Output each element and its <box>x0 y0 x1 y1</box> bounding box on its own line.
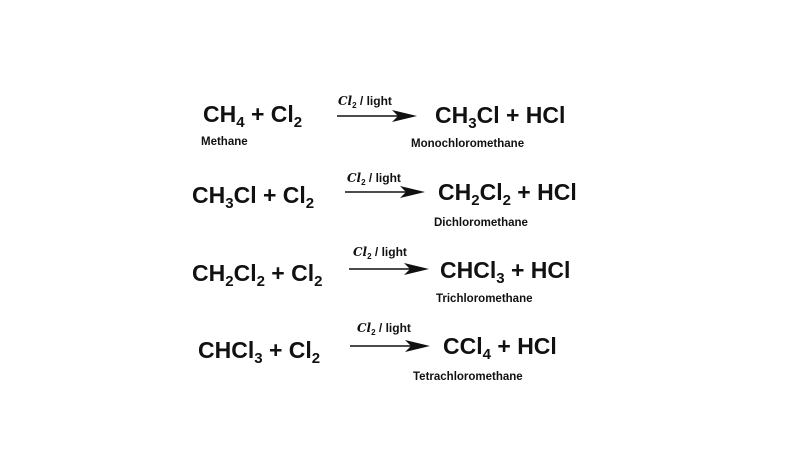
arrow-head <box>400 186 425 198</box>
condition-chlorine: Cl <box>353 245 368 259</box>
plus-sign: + <box>510 179 538 205</box>
reaction-1-reactants: CH4 + Cl2 <box>203 101 302 131</box>
product-subscript: 3 <box>468 115 477 132</box>
reactant-a: CHCl <box>198 337 255 363</box>
reaction-2-products: CH2Cl2 + HCl <box>438 179 577 209</box>
condition-chlorine: Cl <box>357 321 372 335</box>
reactant-b: Cl <box>282 182 306 208</box>
reaction-1-product-name: Monochloromethane <box>411 138 525 150</box>
reaction-1-reactant-name: Methane <box>201 136 248 148</box>
reaction-2-reactants: CH3Cl + Cl2 <box>192 182 314 212</box>
reactant-b: Cl <box>291 260 315 286</box>
reactant-a: CH <box>192 260 226 286</box>
arrow-head <box>404 263 429 275</box>
reaction-4-condition: Cl2 / light <box>357 321 411 337</box>
condition-text: / light <box>371 245 407 259</box>
reactant-a-tail-subscript: 2 <box>256 273 265 290</box>
reactant-b-subscript: 2 <box>293 114 303 131</box>
product: CH <box>438 179 472 205</box>
condition-text: / light <box>356 94 392 108</box>
byproduct: HCl <box>530 257 571 283</box>
reactant-a: CH <box>203 101 237 127</box>
byproduct: HCl <box>525 102 566 128</box>
arrow-head <box>405 340 430 352</box>
condition-chlorine-subscript: 2 <box>352 101 357 110</box>
plus-sign: + <box>504 257 531 283</box>
product-tail-subscript: 2 <box>502 192 511 209</box>
byproduct: HCl <box>517 333 557 359</box>
product: CCl <box>443 333 483 359</box>
reactant-b-subscript: 2 <box>314 273 323 290</box>
condition-chlorine: Cl <box>338 94 353 108</box>
condition-chlorine-subscript: 2 <box>367 252 372 261</box>
condition-chlorine-subscript: 2 <box>361 178 366 187</box>
product: CHCl <box>440 257 497 283</box>
product-subscript: 2 <box>471 192 480 209</box>
plus-sign: + <box>499 102 526 128</box>
reactant-a: CH <box>192 182 226 208</box>
reaction-3-arrow <box>349 263 429 275</box>
reaction-2-product-name: Dichloromethane <box>434 217 528 229</box>
reaction-1-products: CH3Cl + HCl <box>435 102 566 132</box>
reactant-a-subscript: 3 <box>254 350 263 367</box>
reactant-b-subscript: 2 <box>311 350 321 367</box>
reaction-3-reactants: CH2Cl2 + Cl2 <box>192 260 322 290</box>
condition-chlorine-subscript: 2 <box>371 328 376 337</box>
product: CH <box>435 102 469 128</box>
reactant-a-subscript: 3 <box>225 195 234 212</box>
reaction-4-products: CCl4 + HCl <box>443 333 557 363</box>
reaction-4-arrow <box>350 340 430 352</box>
plus-sign: + <box>262 337 289 363</box>
reactant-b: Cl <box>270 101 294 127</box>
reactant-a-subscript: 2 <box>225 273 234 290</box>
plus-sign: + <box>490 333 518 359</box>
reactant-b-subscript: 2 <box>305 195 315 212</box>
plus-sign: + <box>264 260 292 286</box>
reactant-a-subscript: 4 <box>236 114 245 131</box>
condition-chlorine: Cl <box>347 171 362 185</box>
reaction-3-condition: Cl2 / light <box>353 245 407 261</box>
reactant-a-tail: Cl <box>233 260 257 286</box>
plus-sign: + <box>256 182 283 208</box>
reaction-3-products: CHCl3 + HCl <box>440 257 571 287</box>
product-subscript: 4 <box>482 346 491 363</box>
reactant-a-tail: Cl <box>233 182 257 208</box>
condition-text: / light <box>375 321 411 335</box>
reactant-b: Cl <box>288 337 312 363</box>
plus-sign: + <box>244 101 271 127</box>
reaction-4-product-name: Tetrachloromethane <box>413 371 523 383</box>
product-subscript: 3 <box>496 270 505 287</box>
reaction-3-product-name: Trichloromethane <box>436 293 533 305</box>
condition-text: / light <box>365 171 401 185</box>
byproduct: HCl <box>537 179 577 205</box>
reaction-1-condition: Cl2 / light <box>338 94 392 110</box>
reaction-1-arrow <box>337 110 417 122</box>
reaction-2-condition: Cl2 / light <box>347 171 401 187</box>
reaction-4-reactants: CHCl3 + Cl2 <box>198 337 320 367</box>
product-tail: Cl <box>479 179 503 205</box>
arrow-head <box>392 110 417 122</box>
reaction-2-arrow <box>345 186 425 198</box>
product-tail: Cl <box>476 102 500 128</box>
